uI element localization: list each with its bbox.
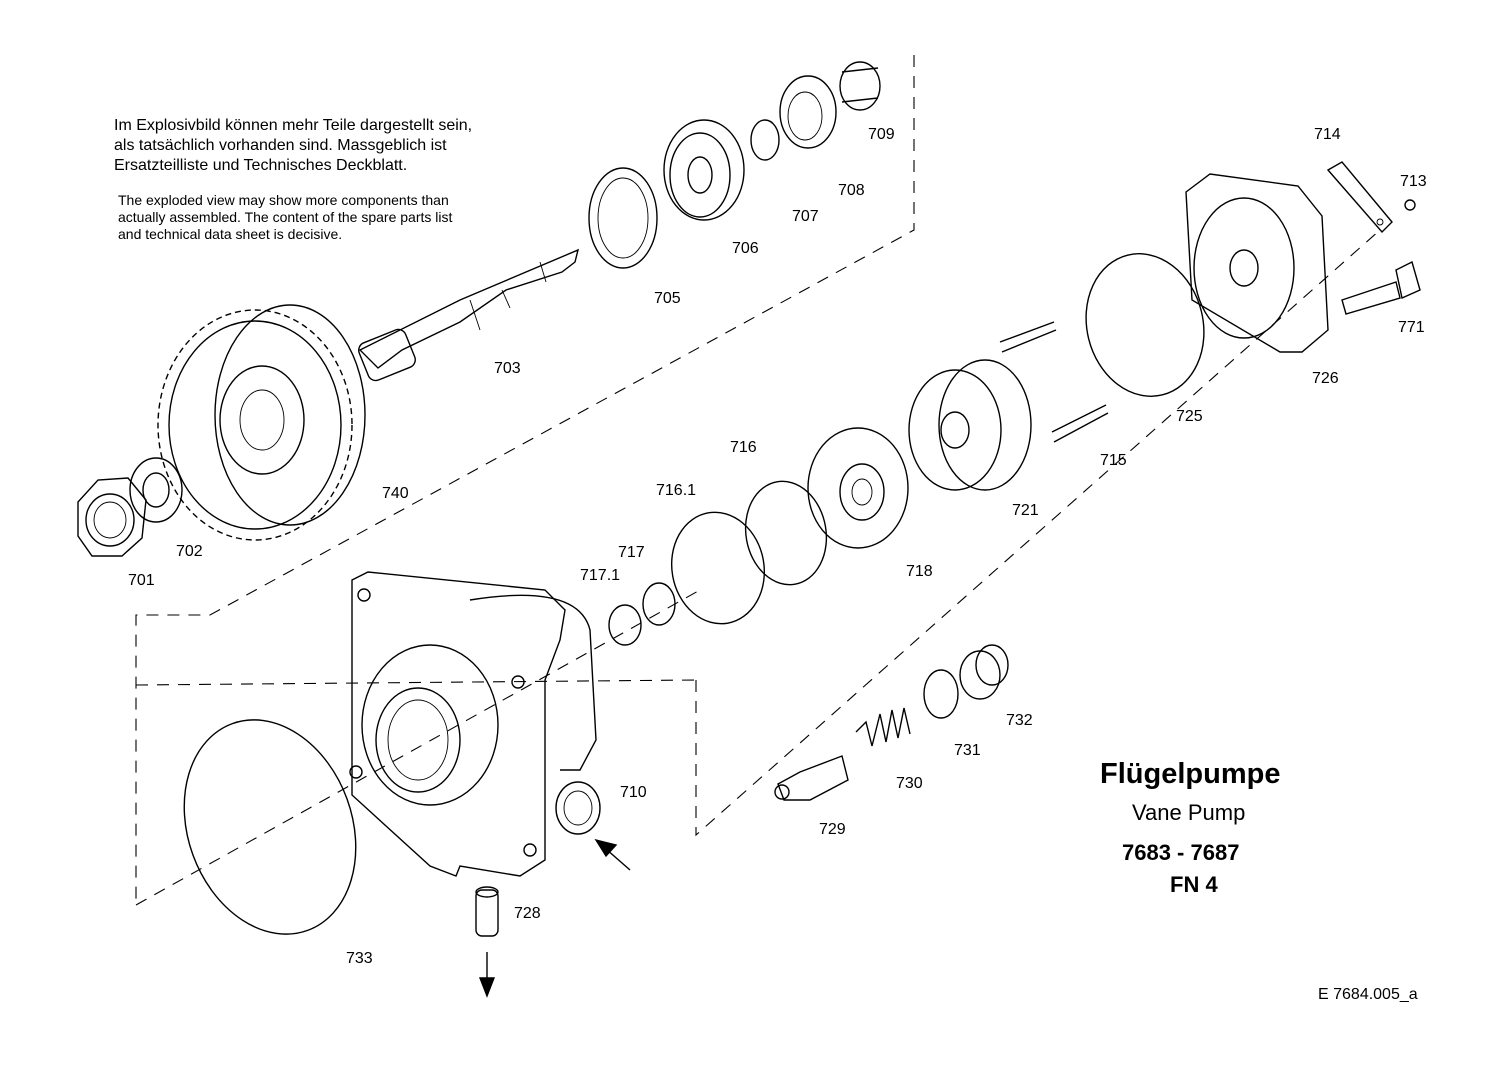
ring-717: [642, 582, 676, 626]
screw-713: [1404, 199, 1416, 211]
washer-702: [129, 457, 183, 523]
plug-screw-732: [959, 644, 1009, 700]
shaft-703: [358, 248, 580, 382]
label-715: 715: [1100, 452, 1127, 469]
retaining-ring-705: [588, 167, 658, 269]
label-718: 718: [906, 563, 933, 580]
label-740: 740: [382, 485, 409, 502]
document-reference: E 7684.005_a: [1318, 986, 1418, 1003]
title-english: Vane Pump: [1132, 800, 1246, 825]
seal-ring-731: [923, 669, 959, 719]
note-english: The exploded view may show more componen…: [118, 192, 453, 242]
bolt-771: [1341, 260, 1421, 315]
label-713: 713: [1400, 173, 1427, 190]
bearing-708: [779, 75, 837, 149]
fn-code: FN 4: [1170, 872, 1218, 897]
label-728: 728: [514, 905, 541, 922]
bearing-706: [663, 119, 745, 221]
outlet-arrow: [478, 952, 496, 998]
o-ring-733: [183, 719, 357, 935]
o-ring-716: [744, 480, 828, 586]
label-717: 717: [618, 544, 645, 561]
label-729: 729: [819, 821, 846, 838]
label-725: 725: [1176, 408, 1203, 425]
circlip-707: [750, 119, 780, 161]
label-732: 732: [1006, 712, 1033, 729]
label-701: 701: [128, 572, 155, 589]
ring-717-1: [608, 604, 642, 646]
inlet-arrow: [594, 838, 631, 871]
plate-714: [1326, 161, 1393, 234]
note-german: Im Explosivbild können mehr Teile darges…: [114, 117, 473, 174]
cartridge-721: [908, 359, 1032, 491]
pins-715: [999, 321, 1109, 443]
gear-740: [157, 304, 366, 541]
label-714: 714: [1314, 126, 1341, 143]
label-706: 706: [732, 240, 759, 257]
model-range: 7683 - 7687: [1122, 840, 1240, 865]
housing-710: [349, 571, 601, 877]
label-705: 705: [654, 290, 681, 307]
label-716-1: 716.1: [656, 482, 697, 499]
o-ring-725: [1085, 253, 1205, 397]
label-702: 702: [176, 543, 203, 560]
valve-729: [774, 755, 849, 801]
assembly-axis-lines: [135, 55, 1381, 906]
label-771: 771: [1398, 319, 1425, 336]
label-710: 710: [620, 784, 647, 801]
plug-728: [475, 886, 499, 937]
label-721: 721: [1012, 502, 1039, 519]
cover-726: [1185, 173, 1329, 353]
label-707: 707: [792, 208, 819, 225]
needle-bearing-709: [839, 61, 881, 111]
label-716: 716: [730, 439, 757, 456]
label-717-1: 717.1: [580, 567, 621, 584]
label-703: 703: [494, 360, 521, 377]
label-733: 733: [346, 950, 373, 967]
port-plate-718: [807, 427, 909, 549]
o-ring-716-1: [670, 511, 766, 625]
label-708: 708: [838, 182, 865, 199]
label-730: 730: [896, 775, 923, 792]
spring-730: [855, 707, 911, 747]
label-726: 726: [1312, 370, 1339, 387]
title-german: Flügelpumpe: [1100, 758, 1281, 790]
label-709: 709: [868, 126, 895, 143]
label-731: 731: [954, 742, 981, 759]
nut-701: [77, 477, 147, 557]
